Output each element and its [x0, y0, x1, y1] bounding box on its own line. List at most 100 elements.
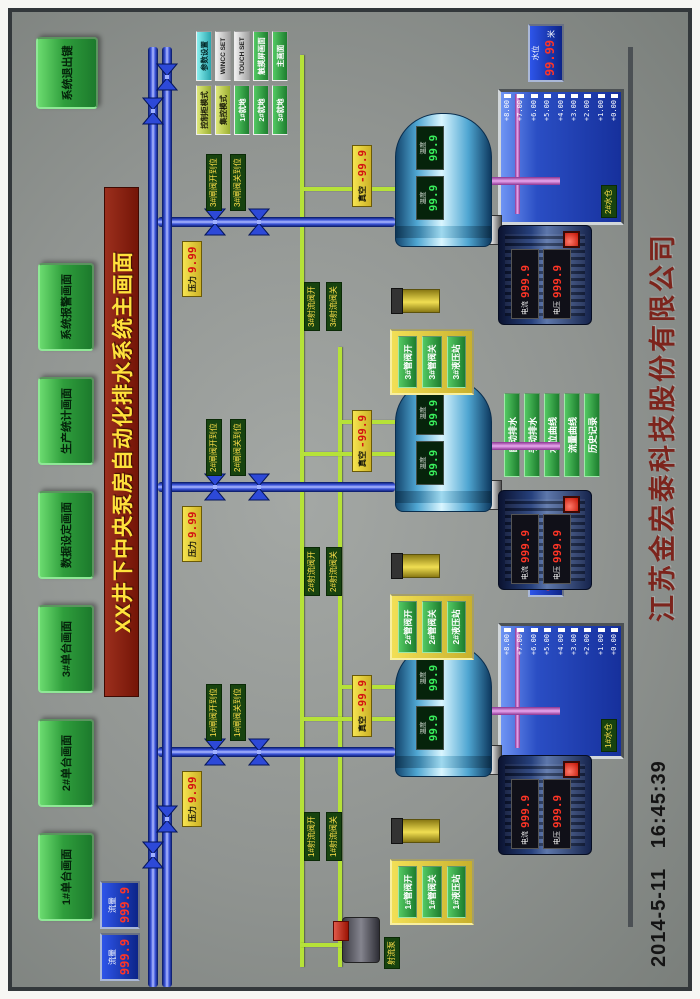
central-mode-button[interactable]: 集控模式 — [215, 85, 231, 135]
current-value: 999.9 — [518, 264, 532, 298]
touchscreen-screen-button[interactable]: 触摸屏画面 — [253, 31, 269, 81]
jet-valve-open-indicator: 3#射流阀开 — [304, 282, 320, 331]
main-gate-valve-icon[interactable] — [142, 97, 164, 125]
parameter-setting-button[interactable]: 参数设置 — [196, 31, 212, 81]
air-release-valve-2 — [391, 553, 440, 579]
gate-valve-icon[interactable] — [248, 473, 270, 501]
main-gate-valve-icon[interactable] — [156, 805, 178, 833]
menu-production-stats-screen[interactable]: 生产统计画面 — [38, 377, 94, 465]
company-name: 江苏金宏泰科技股份有限公司 — [648, 232, 678, 622]
menu-pump3-screen[interactable]: 3#单台画面 — [38, 605, 94, 693]
vessel-end-band — [396, 756, 491, 768]
pump-room-floor — [628, 47, 633, 927]
hydraulic-station-button[interactable]: 1#液压站 — [446, 866, 466, 918]
motor-indicator-lamp — [563, 761, 580, 778]
current-value: 999.9 — [518, 529, 532, 563]
menu-pump2-screen[interactable]: 2#单台画面 — [38, 719, 94, 807]
flow-curve-button[interactable]: 流量曲线 — [564, 393, 580, 477]
datetime-stamp: 2014-5-11 16:45:39 — [648, 760, 671, 967]
sump-button-strip: 自动排水 手动排水 水位曲线 流量曲线 历史记录 — [504, 393, 600, 477]
wincc-set-button[interactable]: WINCC SET — [215, 31, 231, 81]
pipe-valve-close-button[interactable]: 2#管阀关 — [422, 601, 442, 653]
jet-valve-open-indicator: 1#射流阀开 — [304, 812, 320, 861]
voltage-label: 电压 — [553, 831, 561, 845]
motor-voltage-display: 电压 999.9 — [543, 779, 571, 849]
riser-pipe-3 — [158, 217, 395, 227]
water-sump-1: +8.00 +7.00 +6.00 +5.00 +4.00 +3.00 +2.0… — [498, 623, 624, 759]
cabinet-mode-button[interactable]: 控制柜模式 — [196, 85, 212, 135]
jet-drop-1a — [304, 717, 395, 721]
check-valve-icon[interactable] — [204, 473, 226, 501]
temp-value: 99.9 — [426, 714, 440, 742]
suction-pipe-1 — [490, 707, 560, 715]
jet-pump-device — [333, 917, 380, 963]
touch-set-button[interactable]: TOUCH SET — [234, 31, 250, 81]
scale-mark: +1.00 — [597, 94, 605, 122]
scale-mark: +4.00 — [557, 628, 565, 656]
valve-close-indicator: 3#闸阀关到位 — [230, 154, 246, 211]
flow-meter-1: 流量 999.9 — [100, 933, 140, 981]
scale-mark: +6.00 — [530, 94, 538, 122]
voltage-value: 999.9 — [550, 794, 564, 828]
history-button[interactable]: 历史记录 — [584, 393, 600, 477]
pump1-local-button[interactable]: 1#就地 — [234, 85, 250, 135]
sump-level-display-2: 水位 99.99米 — [528, 24, 564, 82]
level-scale: +8.00 +7.00 +6.00 +5.00 +4.00 +3.00 +2.0… — [503, 94, 618, 130]
scale-mark: +3.00 — [570, 628, 578, 656]
level-value: 99.99 — [543, 39, 558, 77]
hmi-main-screen: +8.00 +7.00 +6.00 +5.00 +4.00 +3.00 +2.0… — [12, 12, 688, 987]
menu-alarm-screen[interactable]: 系统报警画面 — [38, 263, 94, 351]
pipe-valve-close-button[interactable]: 1#管阀关 — [422, 866, 442, 918]
pipe-valve-close-button[interactable]: 3#管阀关 — [422, 336, 442, 388]
jet-valve-close-indicator: 3#射流阀关 — [326, 282, 342, 331]
auto-drain-button[interactable]: 自动排水 — [504, 393, 520, 477]
pipe-valve-open-button[interactable]: 2#管阀开 — [398, 601, 418, 653]
pipe-valve-open-button[interactable]: 3#管阀开 — [398, 336, 418, 388]
main-gate-valve-icon[interactable] — [142, 841, 164, 869]
page-title: XX井下中央泵房自动化排水系统主画面 — [104, 187, 139, 697]
scale-mark: +7.00 — [516, 628, 525, 656]
check-valve-icon[interactable] — [204, 738, 226, 766]
main-gate-valve-icon[interactable] — [156, 63, 178, 91]
gate-valve-icon[interactable] — [248, 738, 270, 766]
menu-data-setting-screen[interactable]: 数据设定画面 — [38, 491, 94, 579]
voltage-value: 999.9 — [550, 529, 564, 563]
mode-column-2: 参数设置 WINCC SET TOUCH SET 触摸屏画面 主画面 — [196, 31, 288, 81]
main-screen-button[interactable]: 主画面 — [272, 31, 288, 81]
flow-meter-2: 流量 999.9 — [100, 881, 140, 929]
vacuum-label: 真空 — [357, 186, 367, 202]
scale-mark: +7.00 — [516, 94, 525, 122]
flow-label: 流量 — [108, 949, 117, 965]
pipe-valve-open-button[interactable]: 1#管阀开 — [398, 866, 418, 918]
current-label: 电流 — [521, 831, 529, 845]
system-exit-button[interactable]: 系统退出键 — [36, 37, 98, 109]
mode-panel: 控制柜模式 集控模式 1#就地 2#就地 3#就地 参数设置 WINCC SET… — [196, 31, 292, 135]
pump3-local-button[interactable]: 3#就地 — [272, 85, 288, 135]
pump-control-panel-2: 2#管阀开 2#管阀关 2#液压站 — [390, 594, 474, 660]
scale-mark: +2.00 — [583, 94, 592, 122]
menu-pump1-screen[interactable]: 1#单台画面 — [38, 833, 94, 921]
pump2-local-button[interactable]: 2#就地 — [253, 85, 269, 135]
check-valve-icon[interactable] — [204, 208, 226, 236]
voltage-value: 999.9 — [550, 264, 564, 298]
manual-drain-button[interactable]: 手动排水 — [524, 393, 540, 477]
temp-value: 99.9 — [426, 399, 440, 427]
hydraulic-station-button[interactable]: 3#液压站 — [446, 336, 466, 388]
vacuum-display: 真空-99.9 — [352, 144, 372, 207]
jet-pump-motor — [333, 921, 349, 941]
valve-open-indicator: 1#闸阀开到位 — [206, 684, 222, 741]
motor-indicator-lamp — [563, 496, 580, 513]
level-curve-button[interactable]: 水位曲线 — [544, 393, 560, 477]
gate-valve-icon[interactable] — [248, 208, 270, 236]
hydraulic-station-button[interactable]: 2#液压站 — [446, 601, 466, 653]
